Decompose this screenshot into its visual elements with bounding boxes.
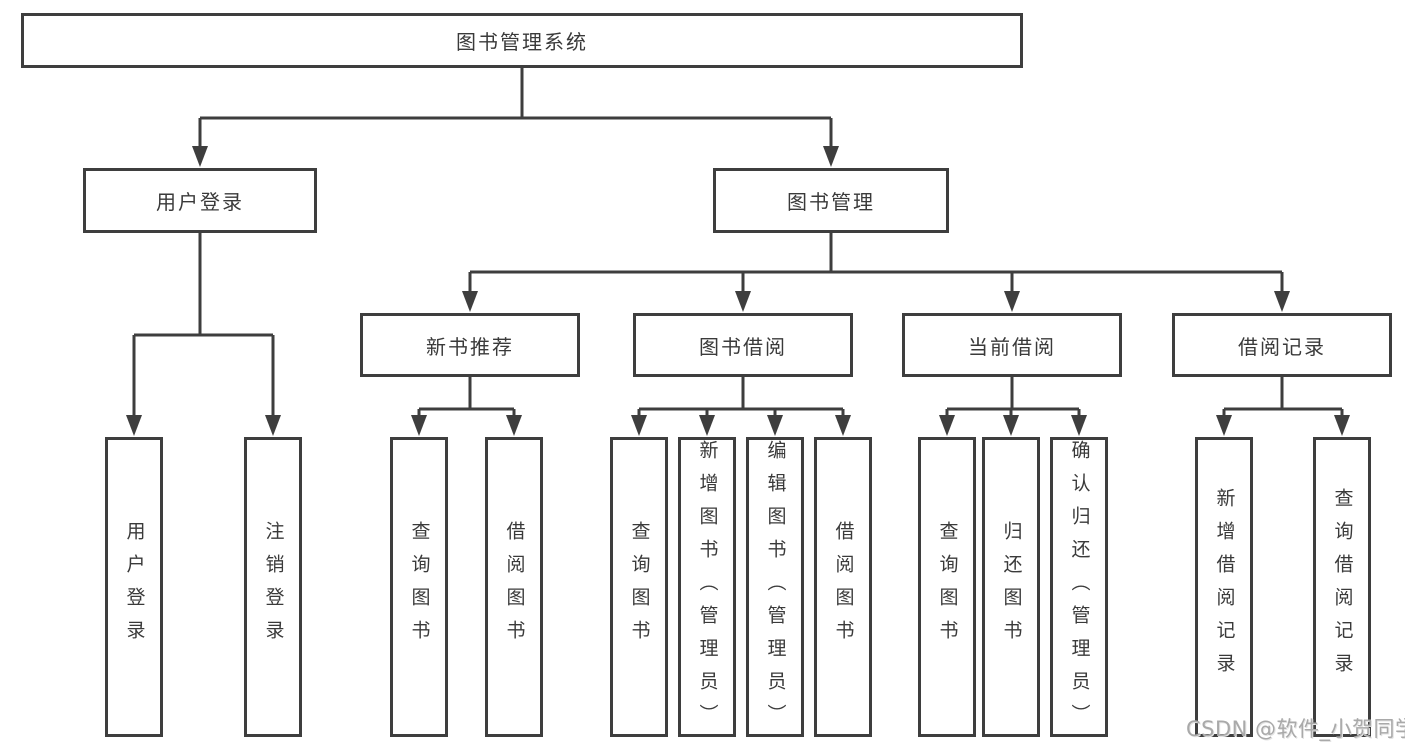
node-label: 新增图书（管理员） [696,440,719,737]
node-label: 确认归还（管理员） [1068,440,1091,737]
node-query-book-recommend: 查询图书 [390,437,448,737]
node-user-login: 用户登录 [83,168,317,233]
node-label: 查询图书 [408,521,431,653]
node-current-borrowing: 当前借阅 [902,313,1122,377]
node-query-borrow-record: 查询借阅记录 [1313,437,1371,737]
node-book-borrowing: 图书借阅 [633,313,853,377]
node-user-login-leaf: 用户登录 [105,437,163,737]
node-library-management-system: 图书管理系统 [21,13,1023,68]
node-label: 当前借阅 [968,334,1056,359]
node-label: 注销登录 [262,521,285,653]
node-query-book-current: 查询图书 [918,437,976,737]
node-query-book-borrowing: 查询图书 [610,437,668,737]
node-new-book-recommendation: 新书推荐 [360,313,580,377]
node-borrowing-records: 借阅记录 [1172,313,1392,377]
csdn-watermark: CSDN @软件_小贺同学 [1186,717,1405,741]
arrowhead-icons [126,146,1350,436]
node-label: 借阅图书 [503,521,526,653]
node-borrow-book-recommend: 借阅图书 [485,437,543,737]
node-borrow-book-leaf: 借阅图书 [814,437,872,737]
node-add-book-admin: 新增图书（管理员） [678,437,736,737]
node-label: 图书管理系统 [456,30,588,54]
node-return-book: 归还图书 [982,437,1040,737]
node-label: 借阅图书 [832,521,855,653]
node-label: 查询图书 [936,521,959,653]
node-label: 用户登录 [156,190,244,214]
node-label: 图书借阅 [699,334,787,359]
node-confirm-return-admin: 确认归还（管理员） [1050,437,1108,737]
node-label: 新书推荐 [426,334,514,359]
node-label: 查询借阅记录 [1331,488,1354,686]
node-label: 编辑图书（管理员） [764,440,787,737]
node-book-management: 图书管理 [713,168,949,233]
node-edit-book-admin: 编辑图书（管理员） [746,437,804,737]
node-label: 查询图书 [628,521,651,653]
node-label: 图书管理 [787,190,875,214]
node-add-borrow-record: 新增借阅记录 [1195,437,1253,737]
node-label: 新增借阅记录 [1213,488,1236,686]
node-label: 用户登录 [123,521,146,653]
node-logout: 注销登录 [244,437,302,737]
node-label: 借阅记录 [1238,334,1326,359]
node-label: 归还图书 [1000,521,1023,653]
